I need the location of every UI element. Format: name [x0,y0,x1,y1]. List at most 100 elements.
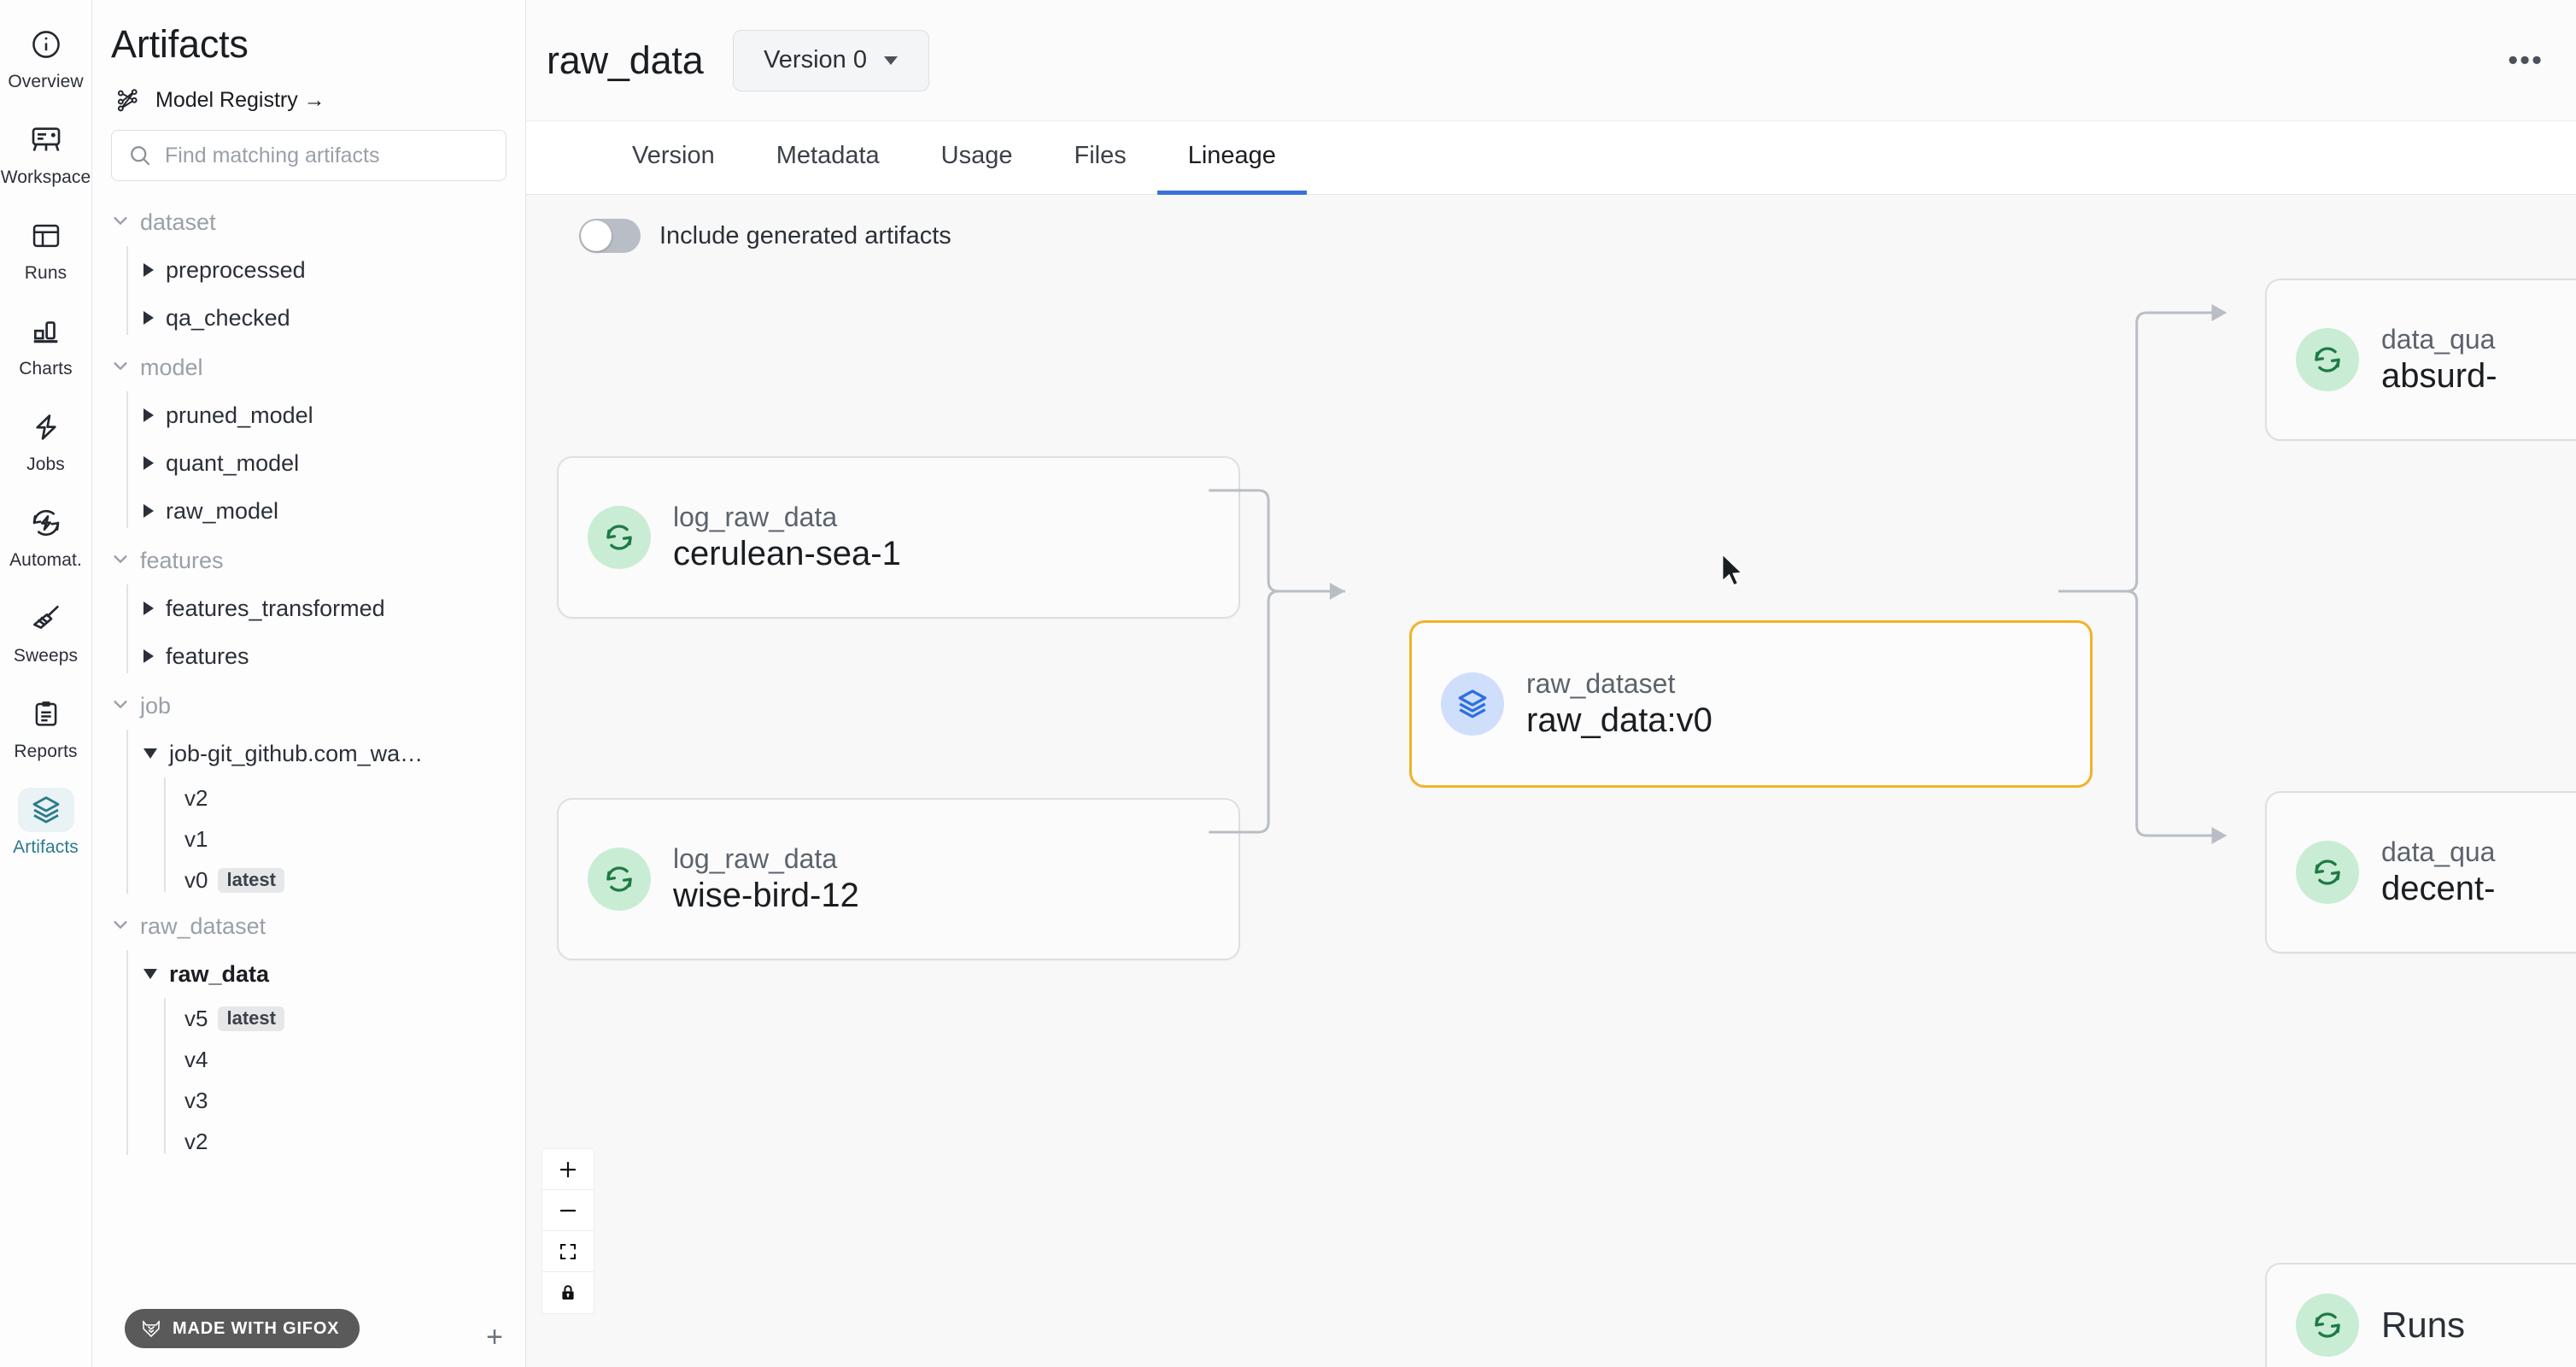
caret-right-icon[interactable] [143,311,154,325]
artifact-header: raw_data Version 0 ••• [526,0,2576,121]
primary-nav-rail: Overview Workspace Runs [0,0,92,1367]
tree-group-header[interactable]: dataset [111,198,525,246]
more-horizontal-icon[interactable]: ••• [2508,44,2544,76]
tree-group-label: model [140,354,203,380]
tab-metadata[interactable]: Metadata [776,142,880,169]
sidebar-item-reports[interactable]: Reports [7,692,85,762]
tree-group-label: job [140,692,172,719]
tree-group-children: job-git_github.com_wa… v2 v1 v0 latest [126,730,525,901]
tree-node-label: qa_checked [166,304,290,331]
tree-group-label: raw_dataset [140,912,266,939]
tree-node-quant-model[interactable]: quant_model [143,439,525,487]
version-item[interactable]: v2 [184,1121,525,1162]
chevron-down-icon [111,211,130,233]
caret-right-icon[interactable] [143,408,154,422]
tree-group-dataset: dataset preprocessed qa_checked [111,198,525,342]
tab-usage[interactable]: Usage [940,142,1013,169]
caret-down-icon[interactable] [143,748,157,759]
zoom-in-button[interactable] [542,1149,594,1190]
runs-panel[interactable]: Runs Search Ru [2265,1263,2576,1367]
caret-right-icon[interactable] [143,456,154,470]
version-tag-badge: latest [218,1006,284,1031]
sidebar-item-label: Automat. [9,550,82,570]
version-tag-badge: latest [218,867,284,893]
tab-files[interactable]: Files [1074,142,1127,169]
version-list: v2 v1 v0 latest [164,777,525,901]
tree-node-preprocessed[interactable]: preprocessed [143,246,525,294]
tree-node-raw-data[interactable]: raw_data [143,950,525,998]
include-generated-artifacts-toggle[interactable] [579,219,641,253]
runs-panel-header: Runs [2296,1294,2576,1357]
version-item[interactable]: v0 latest [184,860,525,901]
lineage-edges [1209,304,2228,844]
tree-node-features-transformed[interactable]: features_transformed [143,584,525,632]
sidebar-item-artifacts[interactable]: Artifacts [7,788,85,858]
caret-right-icon[interactable] [143,504,154,518]
fit-screen-icon[interactable] [542,1231,594,1272]
tree-node-label: pruned_model [166,402,313,428]
version-item[interactable]: v4 [184,1039,525,1080]
run-refresh-icon [2296,328,2359,391]
tree-group-header[interactable]: raw_dataset [111,902,525,950]
caret-right-icon[interactable] [143,263,154,277]
lineage-node-name: absurd- [2381,357,2497,395]
tree-node-qa-checked[interactable]: qa_checked [143,294,525,342]
caret-right-icon[interactable] [143,601,154,615]
run-refresh-icon [588,506,651,569]
layers-icon [17,788,74,832]
version-label: v2 [184,784,208,811]
runs-panel-title: Runs [2381,1305,2466,1345]
tab-version[interactable]: Version [632,142,715,169]
version-select[interactable]: Version 0 [732,29,929,91]
lineage-node-type: raw_dataset [1526,668,1676,699]
tab-lineage[interactable]: Lineage [1156,121,1307,195]
include-generated-toggle-row: Include generated artifacts [579,219,951,253]
tree-node-job-git-github-com-wa-[interactable]: job-git_github.com_wa… [143,730,525,777]
sidebar-item-jobs[interactable]: Jobs [7,405,85,475]
tree-node-label: quant_model [166,449,300,476]
lineage-node-name: wise-bird-12 [673,877,859,914]
sidebar-item-label: Workspace [0,167,91,187]
tree-group-label: dataset [140,208,216,235]
lineage-canvas[interactable]: Include generated artifacts log_raw_data… [526,195,2576,1367]
tree-node-label: job-git_github.com_wa… [169,740,424,766]
version-item[interactable]: v1 [184,818,525,860]
tree-group-header[interactable]: job [111,682,525,730]
sidebar-item-overview[interactable]: Overview [7,22,85,92]
model-registry-link[interactable]: Model Registry → [92,67,525,114]
sidebar-item-workspace[interactable]: Workspace [1,118,91,188]
caret-down-icon[interactable] [143,969,157,979]
artifact-search[interactable] [111,130,506,181]
sidebar-item-runs[interactable]: Runs [7,214,85,284]
zoom-out-button[interactable] [542,1190,594,1231]
tree-group-header[interactable]: model [111,343,525,391]
lineage-node-name: raw_data:v0 [1526,701,1712,739]
tree-group-header[interactable]: features [111,537,525,584]
version-label: v0 [184,866,208,893]
sidebar-item-automations[interactable]: Automat. [7,501,85,571]
tree-node-label: preprocessed [166,256,306,283]
tree-node-features[interactable]: features [143,632,525,680]
tree-node-raw-model[interactable]: raw_model [143,487,525,535]
lineage-node-name: decent- [2381,870,2496,907]
search-input[interactable] [165,143,490,168]
add-artifact-button[interactable]: + [486,1321,503,1353]
version-item[interactable]: v3 [184,1080,525,1121]
tree-node-pruned-model[interactable]: pruned_model [143,391,525,439]
version-item[interactable]: v2 [184,777,525,818]
sidebar-item-charts[interactable]: Charts [7,309,85,379]
sidebar-item-sweeps[interactable]: Sweeps [7,596,85,666]
caret-right-icon[interactable] [143,649,154,663]
lock-icon[interactable] [542,1272,594,1313]
